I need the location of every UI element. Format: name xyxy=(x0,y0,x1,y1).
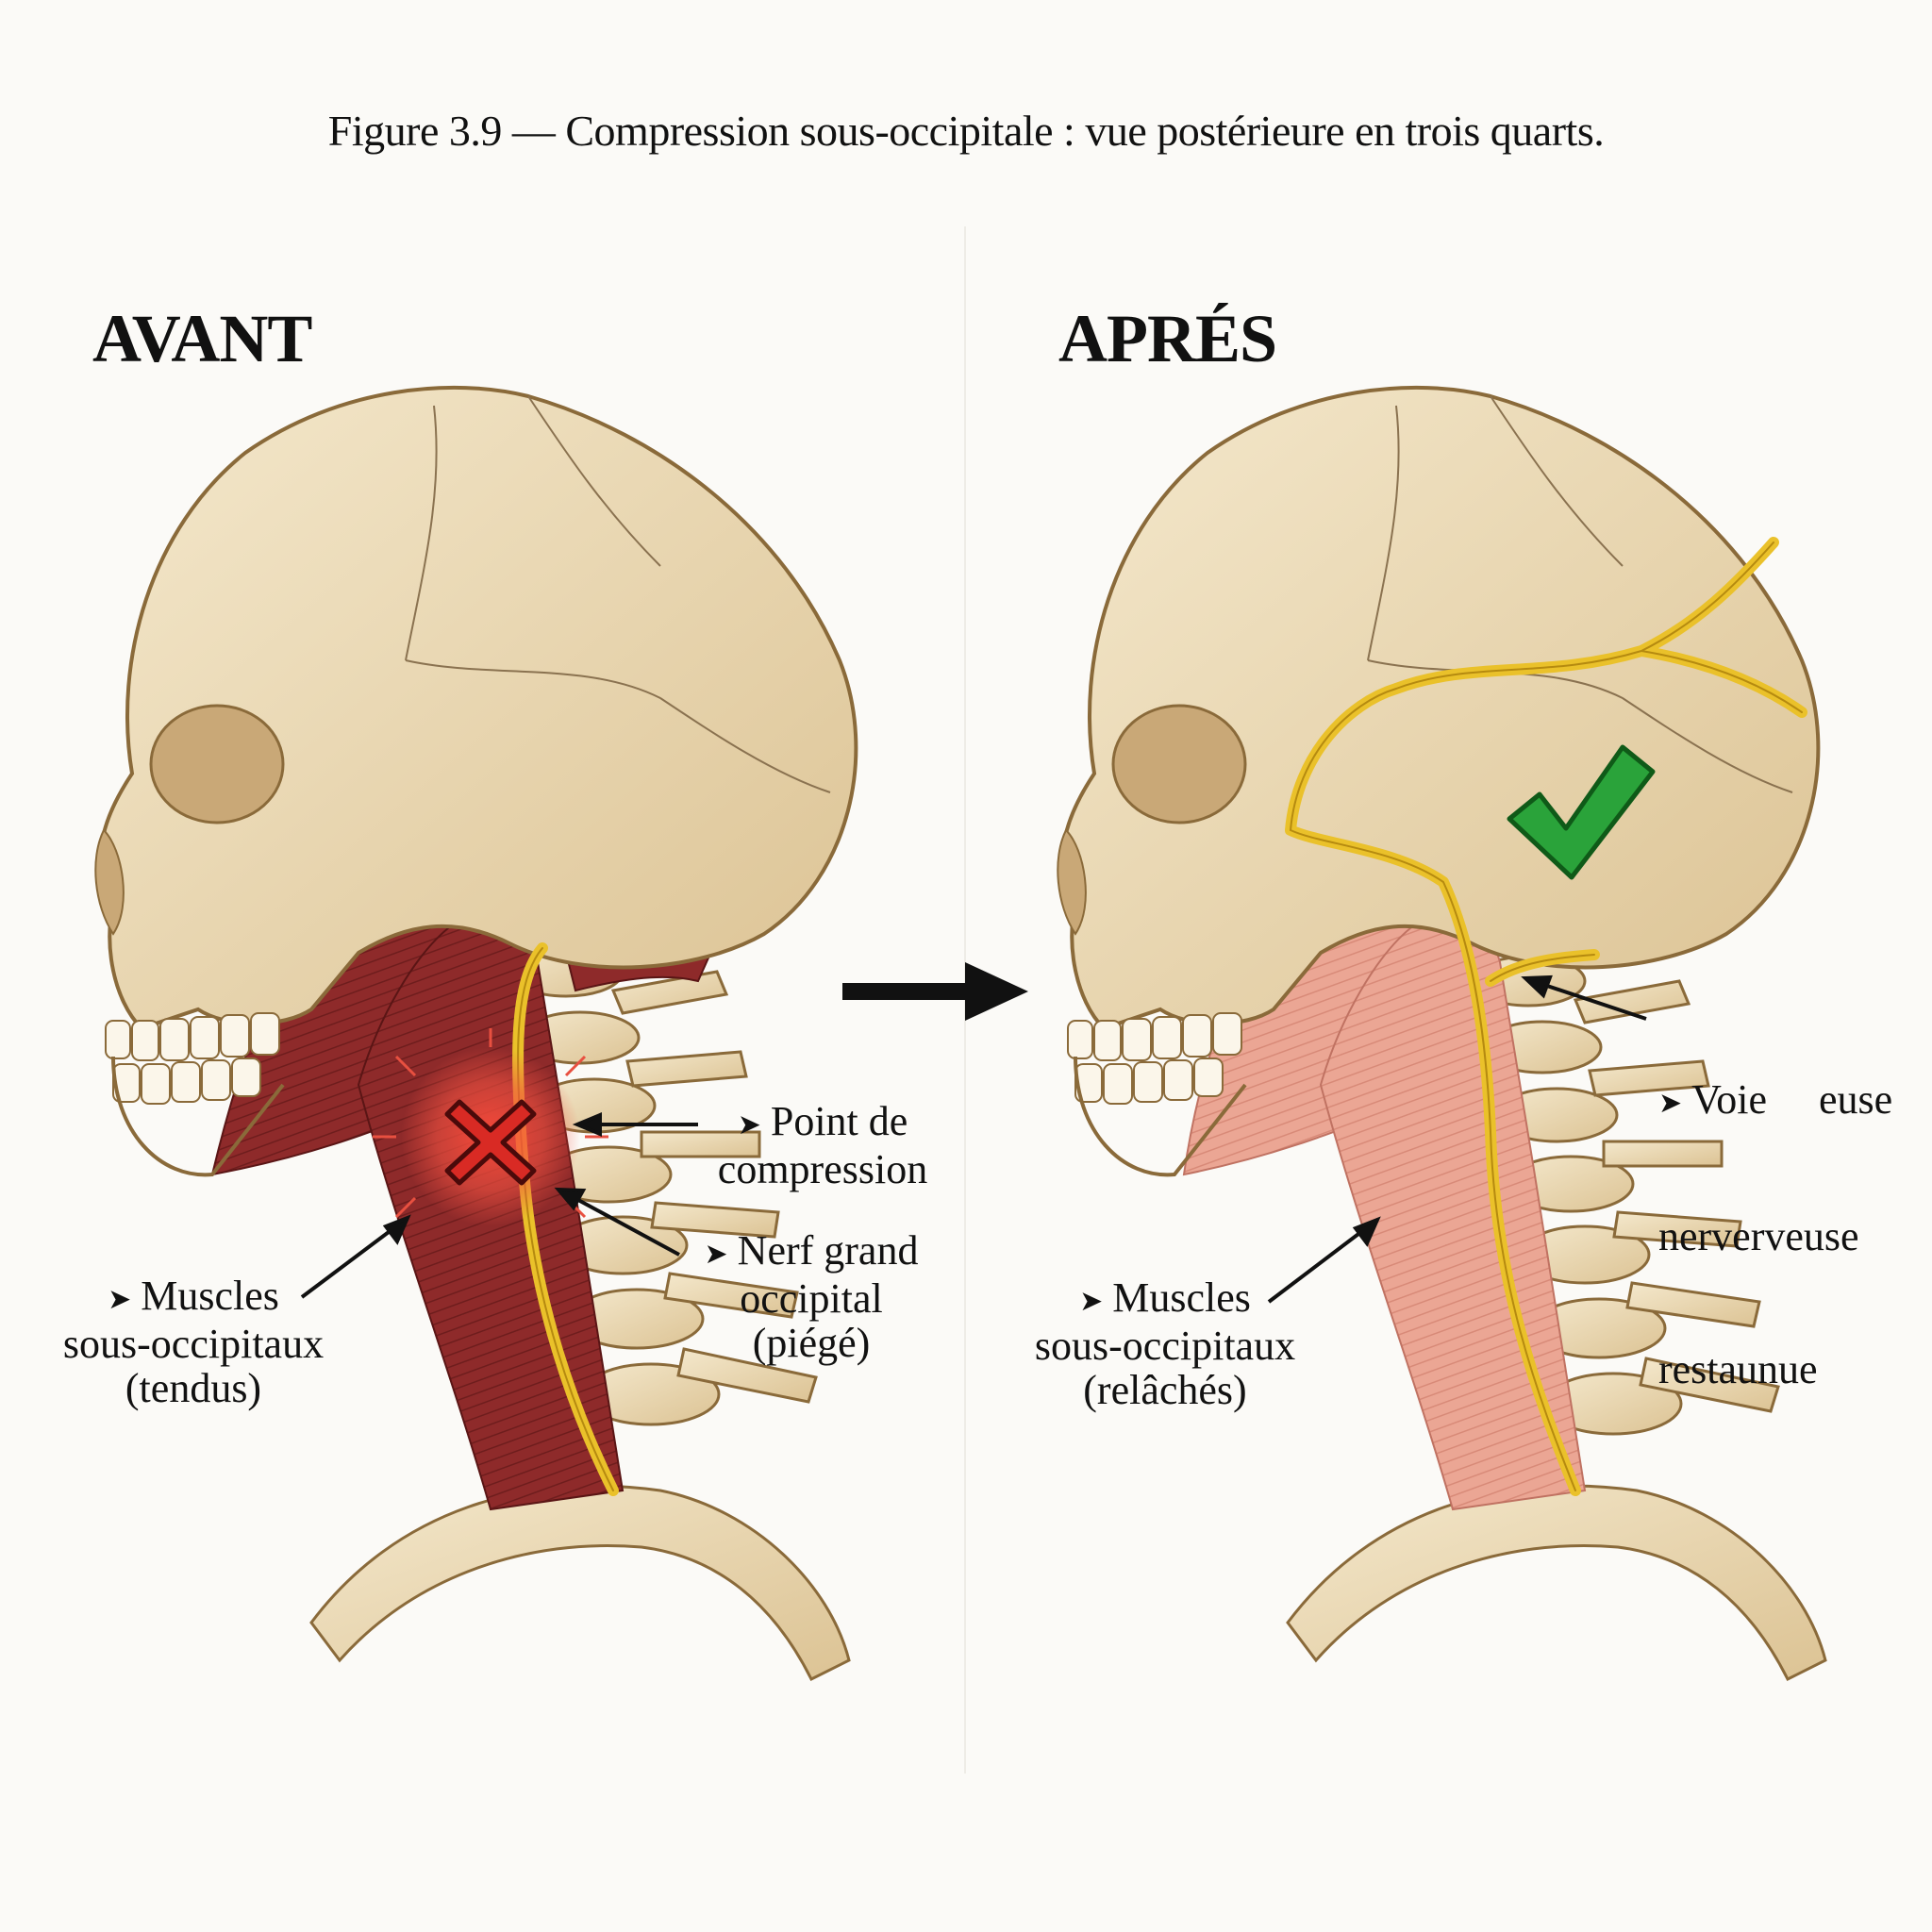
eye-socket-after xyxy=(1111,704,1247,824)
compression-point-label: ➤ Point de compression xyxy=(709,1099,936,1191)
after-anatomy xyxy=(1057,385,1827,1682)
arrowhead-bullet-icon: ➤ xyxy=(1658,1087,1683,1121)
nerve-label: ➤ Nerf grand occipital (piégé) xyxy=(689,1228,934,1365)
nasal-cavity-after xyxy=(1057,828,1087,936)
compression-label-line-1: Point de xyxy=(770,1098,908,1144)
nerve-label-line-3: (piégé) xyxy=(752,1320,871,1367)
nasal-cavity xyxy=(94,828,125,936)
compression-label-line-2: compression xyxy=(717,1146,928,1193)
pathway-label-line-3: restaunue xyxy=(1658,1346,1818,1393)
arrowhead-bullet-icon: ➤ xyxy=(108,1283,132,1317)
before-anatomy xyxy=(94,385,858,1682)
red-x-icon xyxy=(373,1028,608,1226)
green-check-icon xyxy=(1507,744,1656,880)
shoulder-girdle xyxy=(309,1484,851,1682)
teeth xyxy=(105,1012,280,1105)
after-panel-title: APRÉS xyxy=(1058,301,1277,376)
before-annotation-arrows xyxy=(300,1112,698,1299)
pathway-label: ➤Voie euse nerverveuse restaunue xyxy=(1658,989,1923,1436)
figure-caption: Figure 3.9 — Compression sous-occipitale… xyxy=(327,107,1605,155)
teeth-after xyxy=(1067,1012,1242,1105)
arrowhead-bullet-icon: ➤ xyxy=(704,1238,728,1272)
mandible-after xyxy=(1074,1056,1247,1177)
pathway-label-line-1: Voie euse xyxy=(1691,1076,1893,1123)
pathway-label-line-2: nerverveuse xyxy=(1658,1213,1859,1260)
after-annotation-arrows xyxy=(1267,974,1647,1304)
eye-socket xyxy=(149,704,285,824)
after-muscle-label: ➤Muscles sous-occipitaux (relâchés) xyxy=(1009,1275,1321,1412)
before-panel-title: AVANT xyxy=(92,301,312,376)
shoulder-girdle-after xyxy=(1286,1484,1827,1682)
before-muscle-label: ➤ Muscles sous-occipitaux (tendus) xyxy=(42,1274,344,1410)
nerve-label-line-1: Nerf grand xyxy=(737,1227,919,1274)
right-arrow-icon xyxy=(842,962,1028,1021)
before-muscle-label-line-2: sous-occipitaux xyxy=(62,1321,325,1368)
arrowhead-bullet-icon: ➤ xyxy=(1079,1285,1104,1319)
nerve-label-line-2: occipital xyxy=(740,1275,883,1323)
after-muscle-label-line-2: sous-occipitaux xyxy=(1034,1323,1296,1370)
mandible xyxy=(111,1056,285,1177)
after-muscle-label-line-1: Muscles xyxy=(1112,1274,1251,1321)
before-muscle-label-line-1: Muscles xyxy=(141,1273,279,1319)
restored-nerve xyxy=(1285,537,1807,1496)
skull-sutures xyxy=(405,395,831,793)
relaxed-muscle-neck xyxy=(1319,916,1587,1511)
after-muscle-label-line-3: (relâchés) xyxy=(1083,1367,1247,1414)
arrowhead-bullet-icon: ➤ xyxy=(737,1108,761,1142)
before-muscle-label-line-3: (tendus) xyxy=(125,1365,262,1412)
